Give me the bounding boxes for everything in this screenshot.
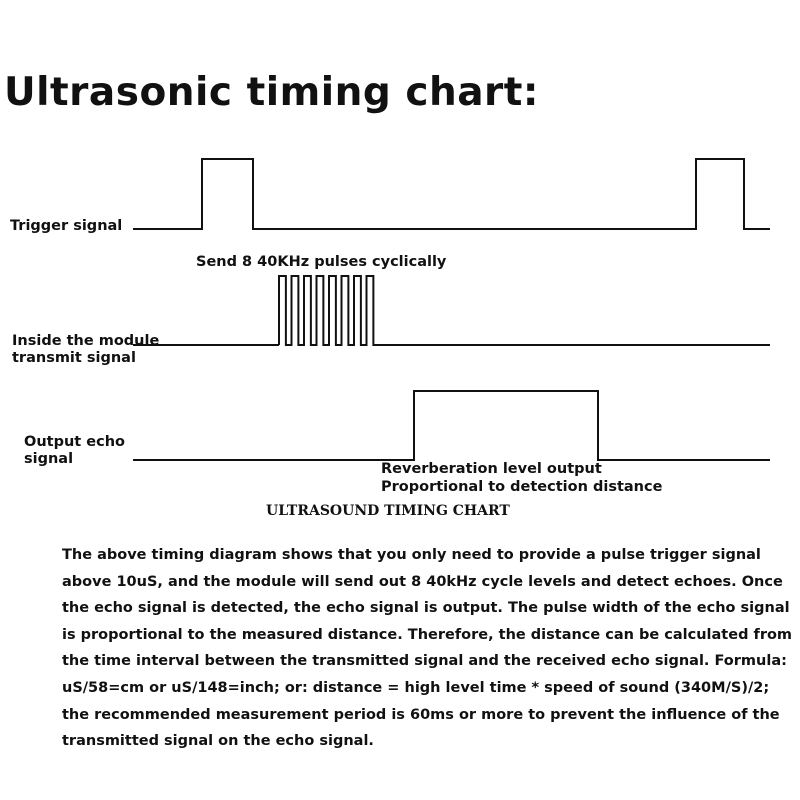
description-line: transmitted signal on the echo signal. <box>62 733 374 750</box>
description-line: The above timing diagram shows that you … <box>62 547 761 563</box>
pulses-annotation: Send 8 40KHz pulses cyclically <box>196 254 447 270</box>
description-line: uS/58=cm or uS/148=inch; or: distance = … <box>62 679 770 696</box>
chart-caption: ULTRASOUND TIMING CHART <box>266 503 510 519</box>
trigger-signal-label: Trigger signal <box>10 218 123 234</box>
description-line: the time interval between the transmitte… <box>62 653 787 670</box>
trigger-waveform <box>133 158 770 230</box>
description-paragraph: The above timing diagram shows that you … <box>62 542 793 755</box>
description-line: is proportional to the measured distance… <box>62 626 793 643</box>
reverb-annotation-line2: Proportional to detection distance <box>381 479 663 495</box>
transmit-signal-label-line1: Inside the module <box>12 333 160 349</box>
echo-signal-label-line1: Output echo <box>24 434 125 450</box>
pulse-burst <box>278 275 379 346</box>
description-line: above 10uS, and the module will send out… <box>62 573 783 590</box>
description-line: the echo signal is detected, the echo si… <box>62 600 790 617</box>
transmit-signal-label-line2: transmit signal <box>12 350 136 366</box>
reverb-annotation-line1: Reverberation level output <box>381 461 602 477</box>
echo-waveform <box>133 390 770 461</box>
page-title: Ultrasonic timing chart: <box>4 70 540 115</box>
echo-signal-label-line2: signal <box>24 451 74 467</box>
pulse-train <box>278 275 379 346</box>
description-line: the recommended measurement period is 60… <box>62 706 780 723</box>
